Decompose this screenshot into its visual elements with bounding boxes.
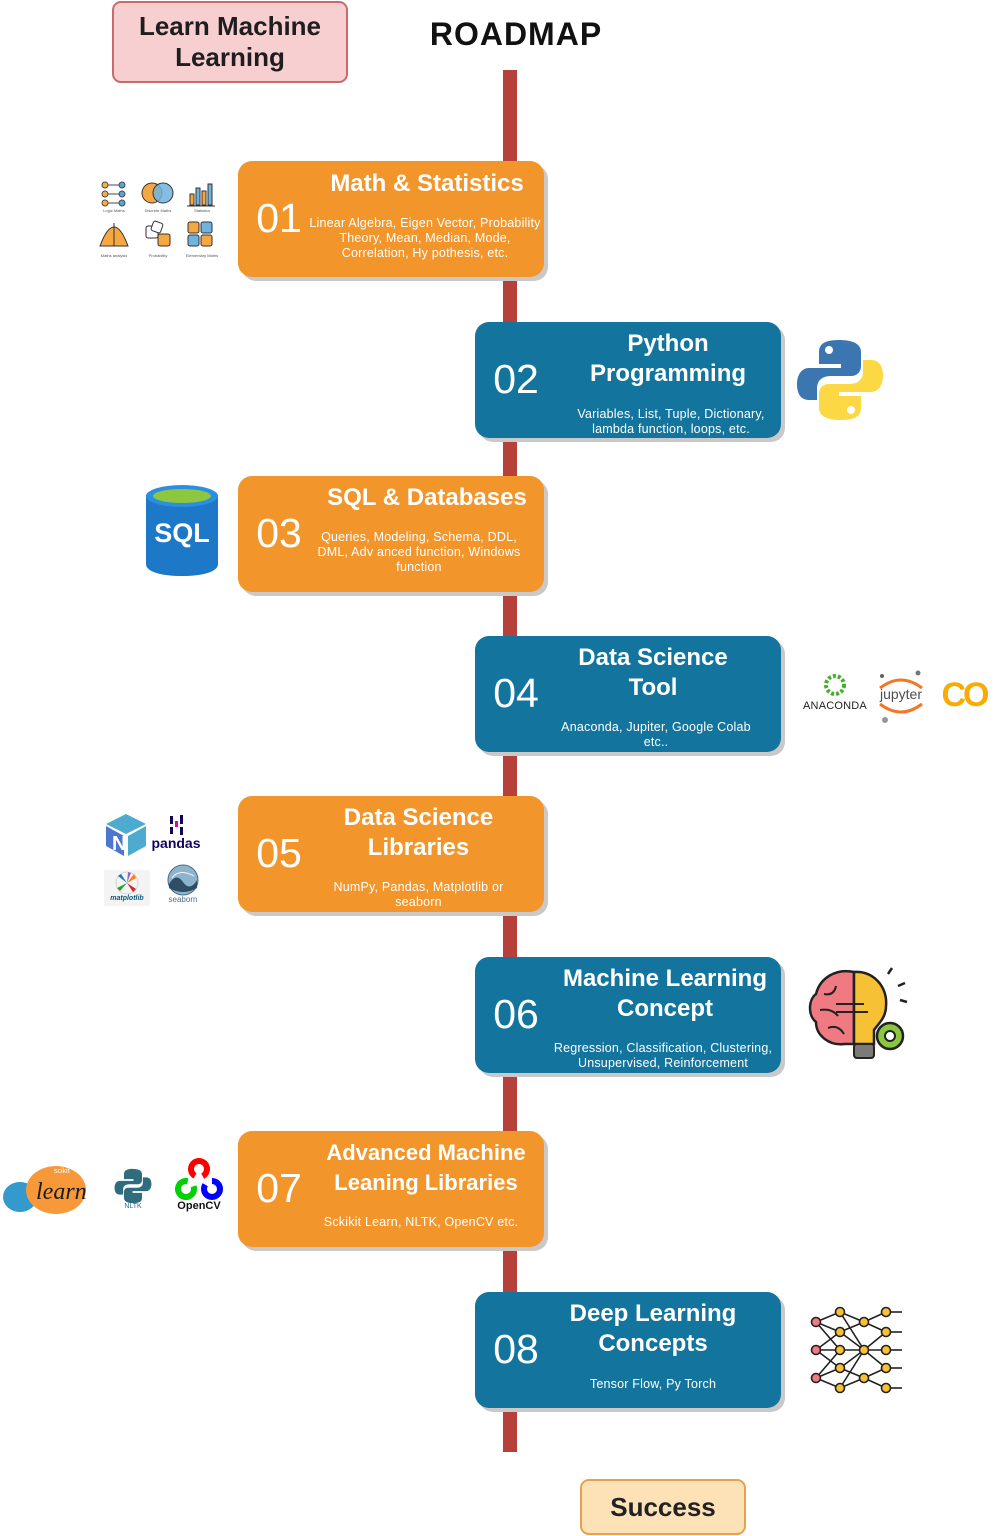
step-title: Machine Learning Concept (562, 965, 768, 1022)
step-number: 01 (256, 195, 302, 241)
step-card-08: 08 Deep Learning Concepts Tensor Flow, P… (475, 1292, 781, 1408)
opencv-logo: OpenCV (174, 1158, 224, 1214)
colab-logo-icon: CO (938, 676, 990, 716)
nltk-python-icon (114, 1168, 152, 1204)
opencv-label: OpenCV (177, 1200, 221, 1212)
pandas-bars-icon (170, 815, 183, 835)
sql-logo-icon: SQL (146, 484, 218, 576)
step-card-04: 04 Data Science Tool Anaconda, Jupiter, … (475, 636, 781, 752)
step-title: Python Programming (589, 330, 747, 387)
matplotlib-label: matplotlib (110, 895, 144, 902)
numpy-logo-icon: N (104, 812, 148, 863)
matplotlib-burst-icon (115, 871, 139, 895)
neural-network-icon (806, 1302, 908, 1403)
step-card-01: 01 Math & Statistics Linear Algebra, Eig… (238, 161, 544, 277)
sklearn-small-label: scikit (54, 1168, 70, 1175)
math-icon-label: Probability (148, 253, 168, 258)
colab-label: CO (941, 676, 990, 714)
step-number: 08 (493, 1326, 539, 1372)
math-icon-label: Maths analysis (100, 253, 128, 258)
step-title: SQL & Databases (327, 484, 527, 511)
step-number: 04 (493, 670, 539, 716)
step-description: Sckikit Learn, NLTK, OpenCV etc. (323, 1215, 519, 1229)
step-title: Deep Learning Concepts (569, 1300, 737, 1357)
math-icons-group: Logic Maths Discrete Maths Statistics Ma… (96, 178, 220, 262)
brain-lightbulb-icon (806, 964, 910, 1069)
step-number: 05 (256, 830, 302, 876)
sql-logo-text: SQL (154, 518, 210, 548)
anaconda-label: ANACONDA (803, 700, 867, 712)
roadmap-heading: ROADMAP (429, 16, 603, 52)
seaborn-wave-icon (167, 864, 199, 896)
math-icon-label: Elementary Maths (185, 253, 219, 258)
math-icon-label: Statistics (193, 208, 210, 213)
step-description: Anaconda, Jupiter, Google Colab etc.. (561, 720, 751, 749)
step-number: 06 (493, 991, 539, 1037)
roadmap-title: Learn Machine Learning (138, 11, 322, 72)
step-card-06: 06 Machine Learning Concept Regression, … (475, 957, 781, 1073)
step-card-05: 05 Data Science Libraries NumPy, Pandas,… (238, 796, 544, 912)
matplotlib-logo: matplotlib (104, 870, 150, 906)
anaconda-ring-icon (824, 674, 846, 696)
python-logo-icon (797, 338, 883, 427)
step-description: Linear Algebra, Eigen Vector, Probabilit… (309, 216, 541, 260)
step-card-02: 02 Python Programming Variables, List, T… (475, 322, 781, 438)
roadmap-title-box: Learn Machine Learning (112, 1, 348, 83)
seaborn-logo: seaborn (164, 864, 202, 906)
svg-text:N: N (112, 833, 126, 855)
step-description: Tensor Flow, Py Torch (589, 1377, 717, 1391)
step-card-07: 07 Advanced Machine Leaning Libraries Sc… (238, 1131, 544, 1247)
step-description: Queries, Modeling, Schema, DDL, DML, Adv… (317, 530, 521, 574)
step-number: 03 (256, 510, 302, 556)
seaborn-label: seaborn (168, 895, 198, 904)
nltk-logo: NLTK (112, 1168, 154, 1214)
success-box: Success (580, 1479, 746, 1535)
step-description: Variables, List, Tuple, Dictionary, lamb… (577, 407, 765, 436)
step-number: 02 (493, 356, 539, 402)
step-card-03: 03 SQL & Databases Queries, Modeling, Sc… (238, 476, 544, 592)
step-description: Regression, Classification, Clustering, … (553, 1041, 773, 1070)
step-number: 07 (256, 1165, 302, 1211)
jupyter-label: jupyter (879, 686, 923, 702)
step-title: Data Science Tool (578, 644, 728, 701)
step-description: NumPy, Pandas, Matplotlib or seaborn (333, 880, 504, 909)
step-title: Data Science Libraries (343, 804, 494, 861)
math-icon-label: Discrete Maths (144, 208, 172, 213)
success-label: Success (610, 1491, 716, 1522)
sklearn-blobs-icon (3, 1166, 86, 1214)
pandas-logo: pandas (148, 814, 204, 854)
step-title: Advanced Machine Leaning Libraries (326, 1140, 526, 1195)
math-icons-icon (99, 181, 215, 247)
sklearn-logo: scikit learn (2, 1162, 94, 1214)
step-title: Math & Statistics (330, 170, 524, 197)
nltk-label: NLTK (124, 1203, 142, 1210)
math-icon-label: Logic Maths (103, 208, 125, 213)
jupyter-orbit-icon (879, 670, 923, 723)
jupyter-logo: jupyter (874, 668, 928, 726)
sklearn-label: learn (36, 1179, 87, 1205)
pandas-label: pandas (151, 835, 201, 851)
opencv-rings-icon (175, 1158, 223, 1200)
anaconda-logo: ANACONDA (798, 672, 872, 718)
